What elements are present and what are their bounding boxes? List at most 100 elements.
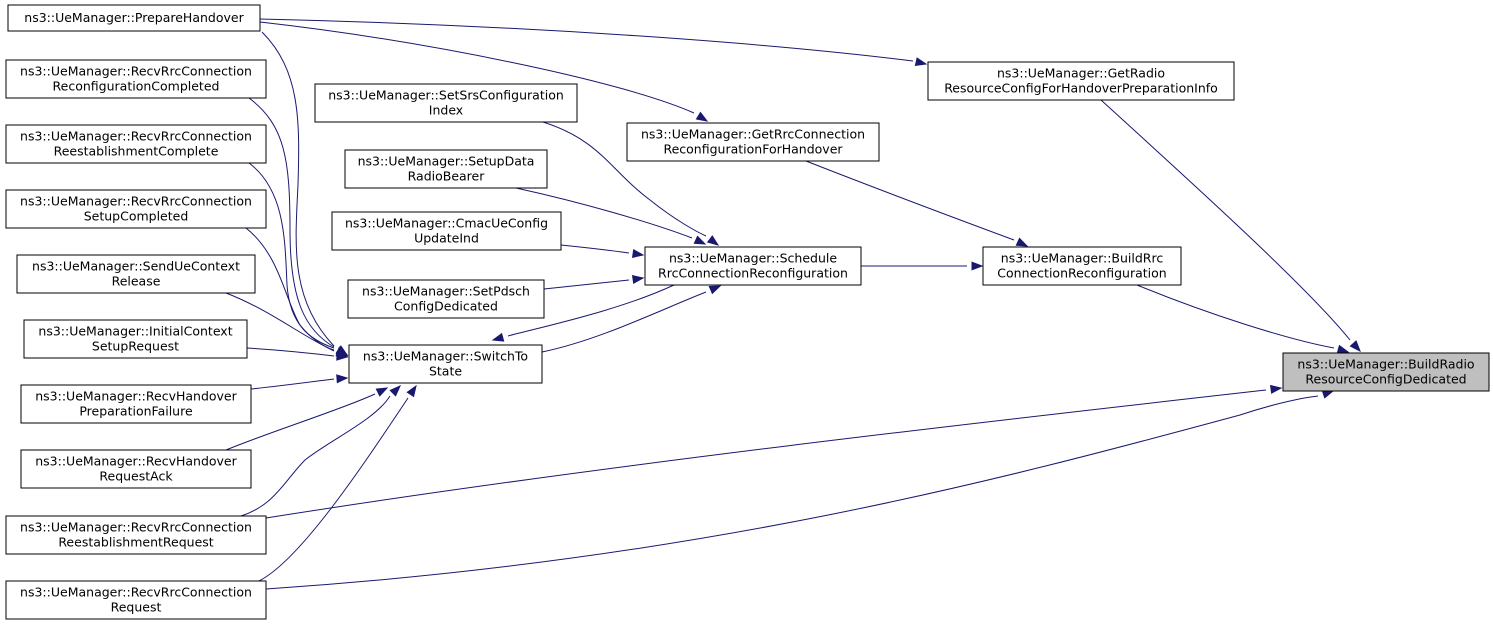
node-label-line: ns3::UeManager::SetupData [358,154,535,169]
node-label-line: RadioBearer [408,169,486,184]
node-label-line: ns3::UeManager::Schedule [669,251,837,266]
edge-line [259,18,914,62]
edge-line [248,97,335,348]
node-recv-rrc-reest-complete[interactable]: ns3::UeManager::RecvRrcConnectionReestab… [5,124,267,164]
node-box [347,279,545,319]
arrowhead-icon [1336,344,1350,354]
edge-schedule_rrc_reconf-to-switch_to_state [491,284,675,342]
arrowhead-icon [631,275,645,284]
node-initial-context-setup[interactable]: ns3::UeManager::InitialContextSetupReque… [23,319,248,359]
node-label-line: ns3::UeManager::RecvRrcConnection [20,194,252,209]
node-label-line: ns3::UeManager::SetSrsConfiguration [328,88,564,103]
node-box [344,149,548,189]
node-box [20,384,252,424]
edge-set_srs_config_index-to-schedule_rrc_reconf [542,121,720,246]
node-box [5,580,267,620]
nodes-layer: ns3::UeManager::PrepareHandoverns3::UeMa… [5,4,1490,620]
node-label-line: ns3::UeManager::CmacUeConfig [345,216,548,231]
edge-build_rrc_reconf-to-build_radio_resource_config [1136,284,1350,354]
arrowhead-icon [695,111,709,122]
edge-line [1100,99,1351,341]
node-label-line: ns3::UeManager::SetPdsch [362,284,530,299]
edge-line [542,121,707,237]
node-recv-handover-prep-failure[interactable]: ns3::UeManager::RecvHandoverPreparationF… [20,384,252,424]
arrowhead-icon [1321,390,1335,399]
edge-set_pdsch_config-to-schedule_rrc_reconf [543,275,645,290]
node-label-line: ns3::UeManager::RecvHandover [35,389,237,404]
node-box [16,254,256,294]
edge-recv_rrc_reest_request-to-build_radio_resource_config [265,384,1283,519]
node-schedule-rrc-reconf[interactable]: ns3::UeManager::ScheduleRrcConnectionRec… [644,246,862,286]
node-box [348,344,543,384]
node-box [331,211,562,251]
edge-line [1136,284,1335,349]
arrowhead-icon [1269,384,1283,394]
edge-line [515,187,693,239]
node-label-line: ns3::UeManager::RecvRrcConnection [20,520,252,535]
node-label-line: Index [429,103,463,118]
node-label-line: ResourceConfigDedicated [1305,372,1466,387]
edge-get_radio_resource_config_ho-to-build_radio_resource_config [1100,99,1361,353]
edge-line [541,291,707,353]
node-box [5,515,267,555]
node-label-line: SetupCompleted [84,209,189,224]
node-label-line: ns3::UeManager::RecvHandover [35,454,237,469]
node-label-line: ReestablishmentComplete [54,144,219,159]
node-build-rrc-reconf[interactable]: ns3::UeManager::BuildRrcConnectionReconf… [982,246,1182,286]
arrowhead-icon [706,235,720,246]
arrowhead-icon [491,332,505,342]
edge-line [805,160,1015,241]
arrowhead-icon [631,249,645,258]
node-box [314,83,578,123]
node-recv-rrc-setup-completed[interactable]: ns3::UeManager::RecvRrcConnectionSetupCo… [5,189,267,229]
edge-line [560,244,630,254]
node-label-line: ns3::UeManager::RecvRrcConnection [20,129,252,144]
node-get-radio-resource-config-ho[interactable]: ns3::UeManager::GetRadioResourceConfigFo… [927,61,1235,101]
node-label-line: RequestAck [99,469,173,484]
arrowhead-icon [708,285,722,295]
node-box [626,122,880,162]
arrowhead-icon [389,385,401,397]
node-label-line: State [429,364,462,379]
arrowhead-icon [406,384,417,398]
edge-line [261,31,335,347]
node-box [5,189,267,229]
edge-line [507,284,675,337]
node-box [20,449,252,489]
node-build-radio-resource-config[interactable]: ns3::UeManager::BuildRadioResourceConfig… [1282,352,1490,392]
node-label-line: ReconfigurationCompleted [53,79,220,94]
arrowhead-icon [1349,340,1361,353]
node-label-line: Request [111,600,162,615]
edge-line [543,279,630,290]
arrowhead-icon [336,351,349,361]
edge-line [265,389,1267,519]
node-box [644,246,862,286]
node-recv-rrc-reconf-completed[interactable]: ns3::UeManager::RecvRrcConnectionReconfi… [5,59,267,99]
node-box [927,61,1235,101]
node-label-line: RrcConnectionReconfiguration [658,266,848,281]
node-get-rrc-reconf-for-handover[interactable]: ns3::UeManager::GetRrcConnectionReconfig… [626,122,880,162]
node-label-line: SetupRequest [92,339,179,354]
node-label-line: ReconfigurationForHandover [663,142,843,157]
node-label-line: ns3::UeManager::RecvRrcConnection [20,64,252,79]
arrowhead-icon [914,57,928,67]
edge-switch_to_state-to-schedule_rrc_reconf [541,285,722,353]
edge-line [240,395,391,517]
node-prepare-handover[interactable]: ns3::UeManager::PrepareHandover [7,4,261,32]
edge-recv_handover_request_ack-to-switch_to_state [225,387,389,451]
edge-recv_handover_prep_failure-to-switch_to_state [250,374,349,390]
node-box [23,319,248,359]
edges-layer [225,18,1361,590]
edge-prepare_handover-to-get_radio_resource_config_ho [259,18,928,67]
node-box [1282,352,1490,392]
node-recv-rrc-reest-request[interactable]: ns3::UeManager::RecvRrcConnectionReestab… [5,515,267,555]
